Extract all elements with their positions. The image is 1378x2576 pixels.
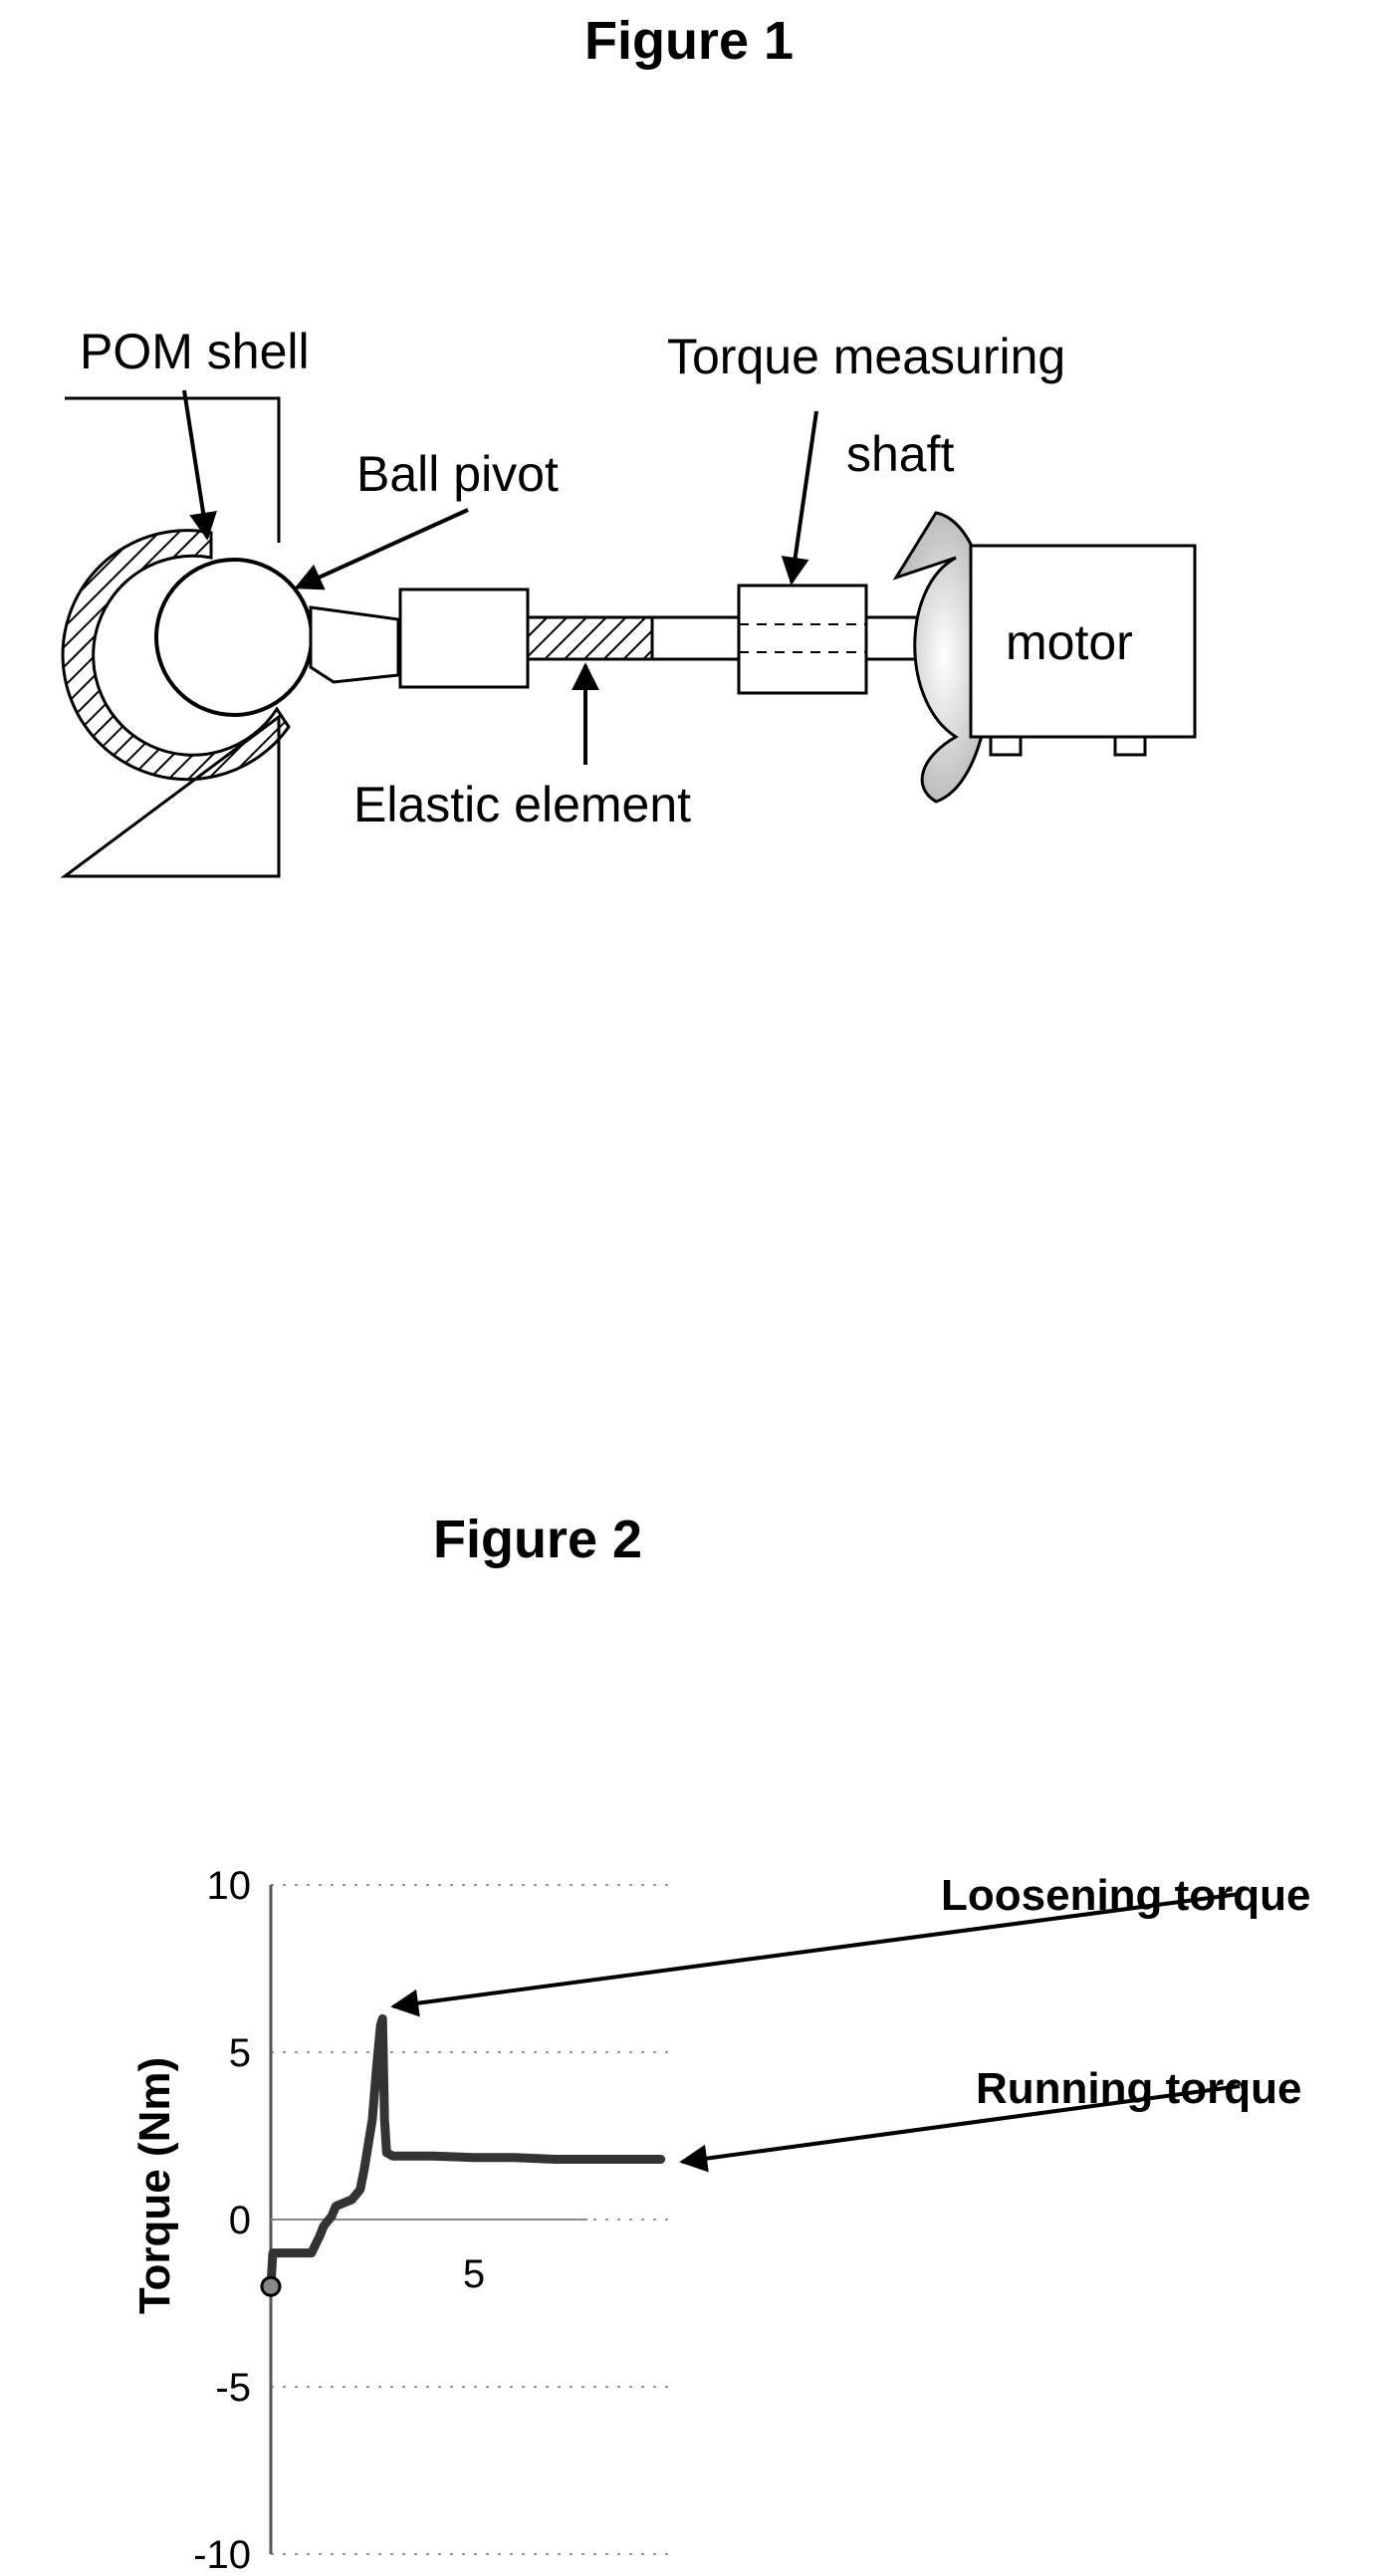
x-tick-label: 5 [463,2252,485,2296]
y-tick-label: 0 [229,2199,251,2242]
annotation-loosening-torque: Loosening torque [941,1871,1311,1920]
y-tick-label: -10 [193,2533,251,2576]
start-marker [262,2277,280,2295]
y-tick-label: -5 [215,2366,251,2410]
annotation-running-torque: Running torque [976,2064,1302,2113]
y-tick-label: 10 [207,1864,252,1908]
chart-series [262,2018,661,2295]
torque-series-line [271,2018,661,2286]
y-axis-label: Torque (Nm) [130,2057,179,2314]
y-tick-label: 5 [229,2031,251,2075]
